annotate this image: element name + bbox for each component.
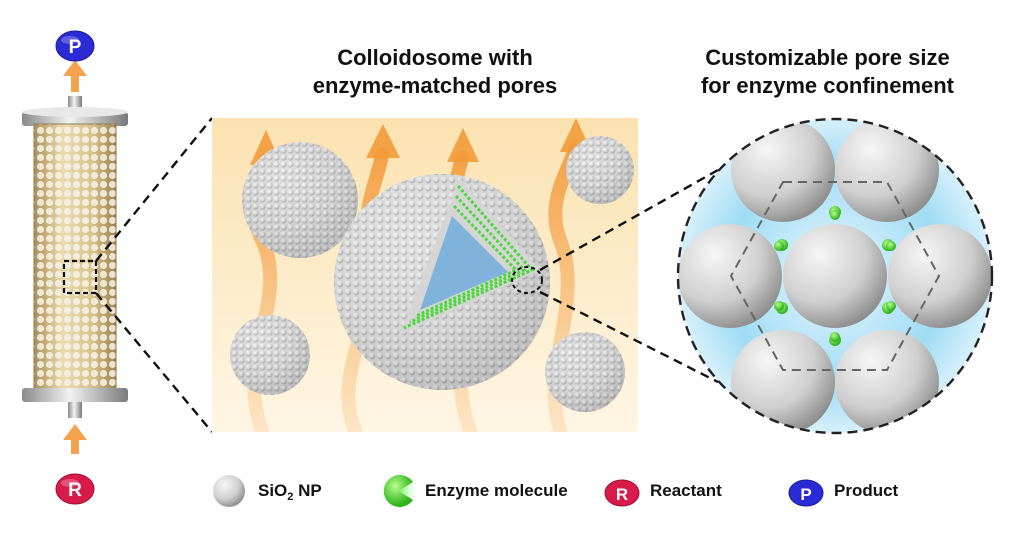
legend-sio2-label: SiO2 NP — [258, 481, 322, 503]
colloidosome-title-line2: enzyme-matched pores — [312, 72, 558, 98]
legend-reactant-label: Reactant — [650, 481, 722, 500]
legend-product-label: Product — [834, 481, 899, 500]
reactant-inlet-arrow — [63, 424, 87, 454]
product-outlet-arrow — [63, 60, 87, 92]
colloidosome-core — [420, 216, 508, 310]
colloidosome-title-line1: Colloidosome with — [337, 45, 533, 70]
inlet-nozzle — [68, 402, 82, 418]
legend-reactant-icon: R — [604, 479, 640, 507]
legend: R P — [213, 470, 824, 512]
legend-enzyme-icon — [383, 474, 413, 507]
colloidosome-panel — [212, 118, 638, 432]
legend-product-icon: P — [788, 479, 824, 507]
pore-detail-circle — [676, 117, 994, 435]
sio2-sphere — [835, 119, 939, 222]
column-reactor — [22, 96, 128, 418]
bottom-cap — [22, 388, 128, 402]
sio2-sphere — [731, 330, 835, 433]
legend-enzyme-label: Enzyme molecule — [425, 481, 568, 500]
pore-size-title-line2: for enzyme confinement — [700, 72, 955, 98]
unit-cell-hexagon — [729, 181, 941, 371]
zoom-line-to-pore-bottom — [539, 290, 719, 384]
zoom-line-upper — [95, 117, 213, 262]
sio2-sphere — [731, 119, 835, 222]
legend-sio2-icon — [213, 475, 245, 507]
zoom-line-lower — [95, 292, 213, 433]
legend-product-letter: P — [800, 485, 811, 504]
pore-size-title: Customizable pore size for enzyme confin… — [655, 44, 1000, 99]
product-badge-top: P — [55, 30, 95, 62]
zoom-line-to-pore-top — [539, 168, 719, 272]
colloidosome-title: Colloidosome with enzyme-matched pores — [250, 44, 620, 99]
main-colloidosome — [334, 174, 550, 390]
pore-zoom-circle — [511, 266, 543, 294]
sio2-sphere-center — [783, 224, 887, 328]
sio2-sphere — [835, 330, 939, 433]
column-zoom-box — [62, 259, 98, 295]
pore-size-title-line1: Customizable pore size — [705, 45, 950, 70]
legend-reactant-letter: R — [616, 485, 628, 504]
reactant-badge-letter: R — [68, 480, 82, 501]
product-badge-letter: P — [69, 37, 82, 58]
reactant-badge-bottom: R — [55, 473, 95, 505]
